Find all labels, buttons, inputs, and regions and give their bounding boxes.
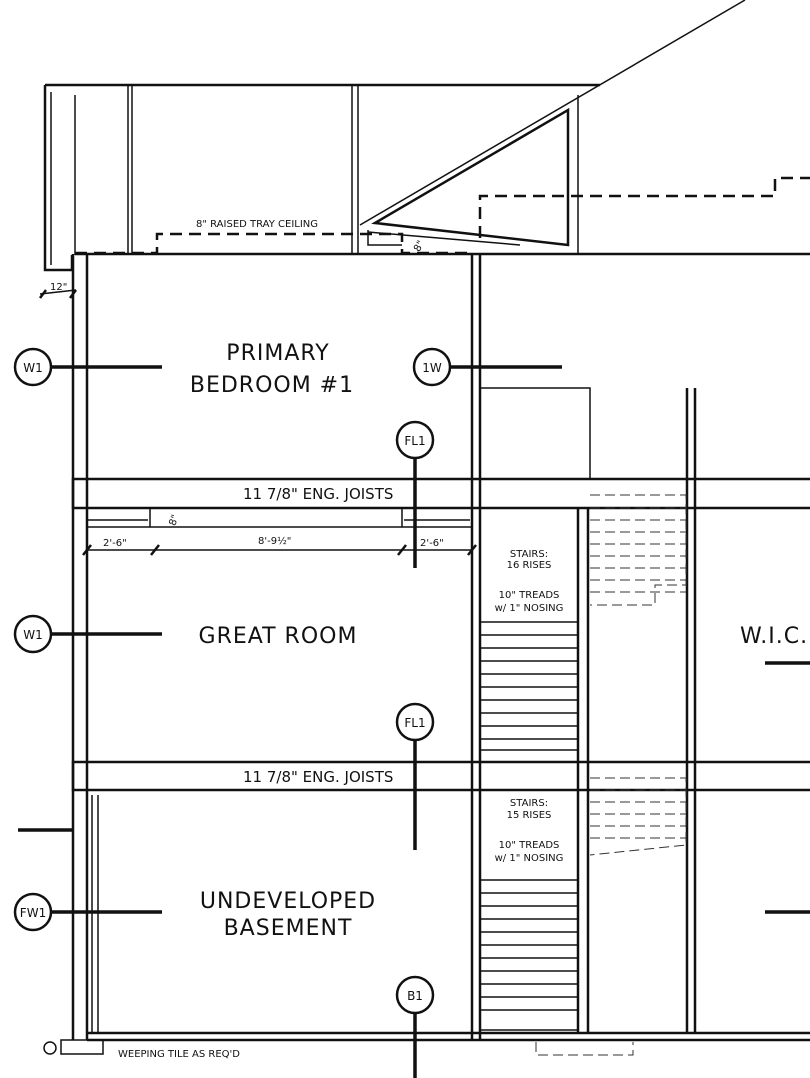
room-label-basement: BASEMENT <box>224 916 353 941</box>
stairs-note: w/ 1" NOSING <box>495 603 564 614</box>
lower-stairs: STAIRS: 15 RISES 10" TREADS w/ 1" NOSING <box>480 777 687 1031</box>
upper-stairs: STAIRS: 16 RISES 10" TREADS w/ 1" NOSING <box>480 494 687 751</box>
foundation: WEEPING TILE AS REQ'D <box>43 1031 810 1060</box>
upper-joist-note: 11 7/8" ENG. JOISTS <box>243 485 393 503</box>
right-dim: 2'-6" <box>420 538 444 549</box>
floor-tag-fl1-lower[interactable]: FL1 <box>395 702 435 850</box>
bulkhead: 8" 2'-6" 8'-9½" 2'-6" <box>82 507 477 556</box>
svg-text:W1: W1 <box>23 361 43 375</box>
stairs-note: 15 RISES <box>507 810 552 821</box>
wall-tag-w1-middle[interactable]: W1 <box>13 614 162 654</box>
room-label-basement: UNDEVELOPED <box>200 889 376 914</box>
wall-tag-w1-upper[interactable]: W1 <box>13 347 162 387</box>
tray-drop-dim: 8" <box>412 239 427 254</box>
bulkhead-drop-dim: 8" <box>167 513 181 527</box>
upper-joist-band: 11 7/8" ENG. JOISTS <box>71 477 810 510</box>
stairs-note: 16 RISES <box>507 560 552 571</box>
walls <box>71 252 810 1040</box>
room-label-wic: W.I.C. <box>740 624 808 649</box>
foundation-tag-b1[interactable]: B1 <box>395 975 435 1078</box>
stairs-note: STAIRS: <box>510 549 548 560</box>
overhang-dim: 12" <box>50 282 67 293</box>
stairs-note: 10" TREADS <box>499 840 560 851</box>
stairs-note: STAIRS: <box>510 798 548 809</box>
svg-text:FW1: FW1 <box>20 906 46 920</box>
svg-text:FL1: FL1 <box>404 716 425 730</box>
tray-ceiling-note: 8" RAISED TRAY CEILING <box>196 219 318 230</box>
room-label-primary: BEDROOM #1 <box>190 373 354 398</box>
svg-text:FL1: FL1 <box>404 434 425 448</box>
wall-tag-fw1[interactable]: FW1 <box>13 892 162 932</box>
stairs-note: w/ 1" NOSING <box>495 853 564 864</box>
svg-text:1W: 1W <box>422 361 442 375</box>
overhang-dimension: 12" <box>39 282 77 299</box>
tray-ceiling-line: 8" RAISED TRAY CEILING 8" <box>75 176 810 255</box>
lower-joist-band: 11 7/8" ENG. JOISTS <box>71 760 810 792</box>
lower-joist-note: 11 7/8" ENG. JOISTS <box>243 768 393 786</box>
room-label-primary: PRIMARY <box>226 341 329 366</box>
wall-tag-1w[interactable]: 1W <box>412 347 562 387</box>
roof-framing <box>43 0 746 272</box>
svg-text:W1: W1 <box>23 628 43 642</box>
svg-text:B1: B1 <box>407 989 423 1003</box>
center-dim: 8'-9½" <box>258 535 291 547</box>
room-label-great-room: GREAT ROOM <box>199 624 358 649</box>
floor-tag-fl1-upper[interactable]: FL1 <box>395 420 435 568</box>
stairs-note: 10" TREADS <box>499 590 560 601</box>
weeping-tile-icon <box>43 1041 57 1055</box>
weeping-tile-note: WEEPING TILE AS REQ'D <box>118 1049 240 1060</box>
left-dim: 2'-6" <box>103 538 127 549</box>
